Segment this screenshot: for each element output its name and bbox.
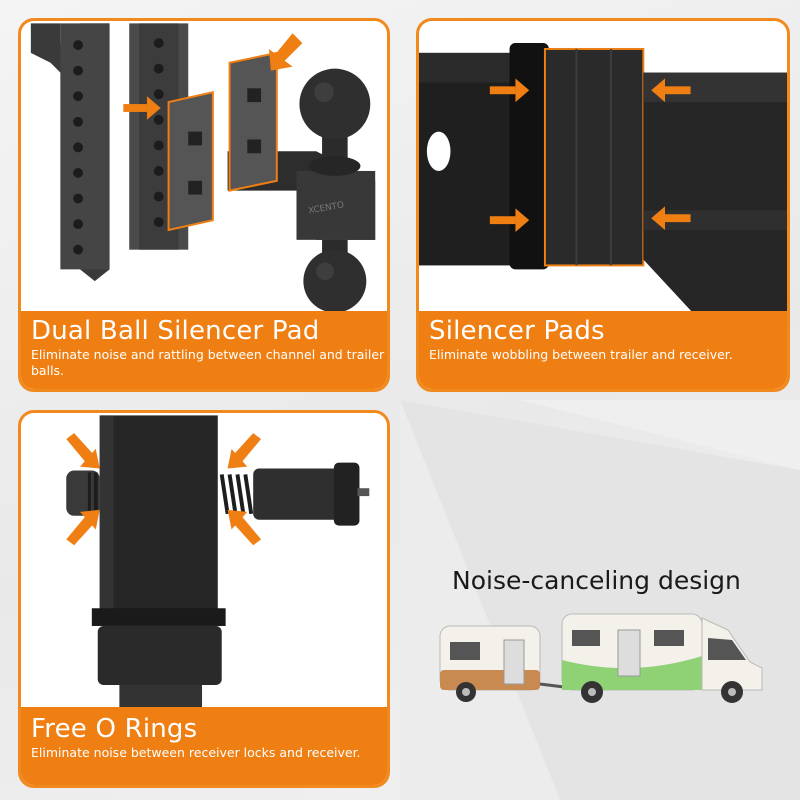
panel-free-o-rings: Free O Rings Eliminate noise between rec…	[18, 410, 390, 788]
arrow-icon	[123, 96, 161, 120]
receiver-lock-pin-illustration	[66, 415, 370, 711]
motorhome-icon	[561, 613, 763, 703]
panel-description: Eliminate wobbling between trailer and r…	[429, 347, 733, 362]
arrow-icon	[66, 433, 100, 469]
arrow-icon	[651, 206, 691, 231]
panel-silencer-pads: Silencer Pads Eliminate wobbling between…	[416, 18, 790, 392]
arrow-icon	[66, 509, 100, 546]
arrow-icon	[489, 208, 530, 232]
panel-title: Silencer Pads	[429, 316, 605, 346]
caption-band: Free O Rings Eliminate noise between rec…	[21, 707, 387, 785]
arrow-icon	[227, 433, 262, 469]
panel-description: Eliminate noise and rattling between cha…	[31, 347, 385, 378]
arrow-icon	[651, 78, 691, 103]
vehicles-illustration	[439, 613, 763, 703]
hitch-ball-mount-illustration: XCENTO	[30, 23, 376, 313]
arrow-icon	[489, 78, 530, 103]
receiver-silencer-pads-illustration	[419, 43, 787, 315]
panel-description: Eliminate noise between receiver locks a…	[31, 745, 361, 760]
tagline: Noise-canceling design	[452, 566, 741, 595]
panel-dual-ball-silencer-pad: XCENTO Dual Ball Silencer Pad Eliminate …	[18, 18, 390, 392]
caption-band: Silencer Pads Eliminate wobbling between…	[419, 311, 787, 389]
arrow-icon	[268, 33, 303, 71]
panel-title: Dual Ball Silencer Pad	[31, 316, 320, 346]
arrow-icon	[227, 509, 262, 546]
panel-title: Free O Rings	[31, 714, 198, 744]
caption-band: Dual Ball Silencer Pad Eliminate noise a…	[21, 311, 387, 389]
trailer-icon	[439, 625, 573, 702]
